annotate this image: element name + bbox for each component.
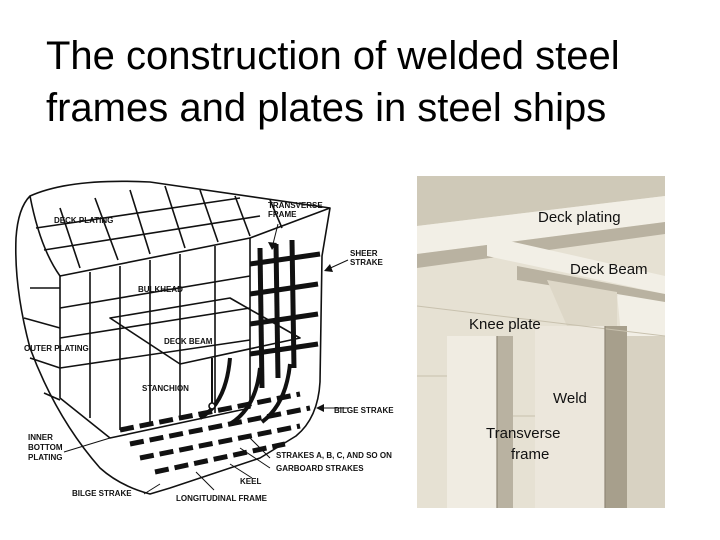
label-longitudinal-frame: LONGITUDINAL FRAME: [176, 494, 268, 503]
label-transverse-frame-2: FRAME: [268, 210, 297, 219]
label-garboard-strakes: GARBOARD STRAKES: [276, 464, 364, 473]
hull-cross-section-diagram: DECK PLATING TRANSVERSE FRAME SHEER STRA…: [0, 168, 410, 508]
label-strakes: STRAKES A, B, C, AND SO ON: [276, 451, 392, 460]
photo-label-deck-plating: Deck plating: [538, 209, 621, 226]
photo-label-weld: Weld: [553, 390, 587, 407]
label-deck-plating: DECK PLATING: [54, 216, 113, 225]
label-transverse-frame-1: TRANSVERSE: [268, 201, 323, 210]
label-bilge-strake-left: BILGE STRAKE: [72, 489, 132, 498]
label-bulkhead: BULKHEAD: [138, 285, 183, 294]
photo-label-deck-beam: Deck Beam: [570, 261, 648, 278]
photo-label-knee-plate: Knee plate: [469, 316, 541, 333]
title-line-2: frames and plates in steel ships: [46, 82, 706, 134]
label-inner-bottom-3: PLATING: [28, 453, 63, 462]
label-deck-beam: DECK BEAM: [164, 337, 213, 346]
label-stanchion: STANCHION: [142, 384, 189, 393]
slide-title: The construction of welded steel frames …: [46, 30, 706, 134]
label-outer-plating: OUTER PLATING: [24, 344, 89, 353]
title-line-1: The construction of welded steel: [46, 30, 706, 82]
label-sheer-strake-1: SHEER: [350, 249, 378, 258]
label-bilge-strake-right: BILGE STRAKE: [334, 406, 394, 415]
label-keel: KEEL: [240, 477, 261, 486]
label-inner-bottom-2: BOTTOM: [28, 443, 63, 452]
photo-label-transverse: Transverse: [486, 425, 560, 442]
label-inner-bottom-1: INNER: [28, 433, 53, 442]
photo-label-frame: frame: [511, 446, 549, 463]
label-sheer-strake-2: STRAKE: [350, 258, 384, 267]
